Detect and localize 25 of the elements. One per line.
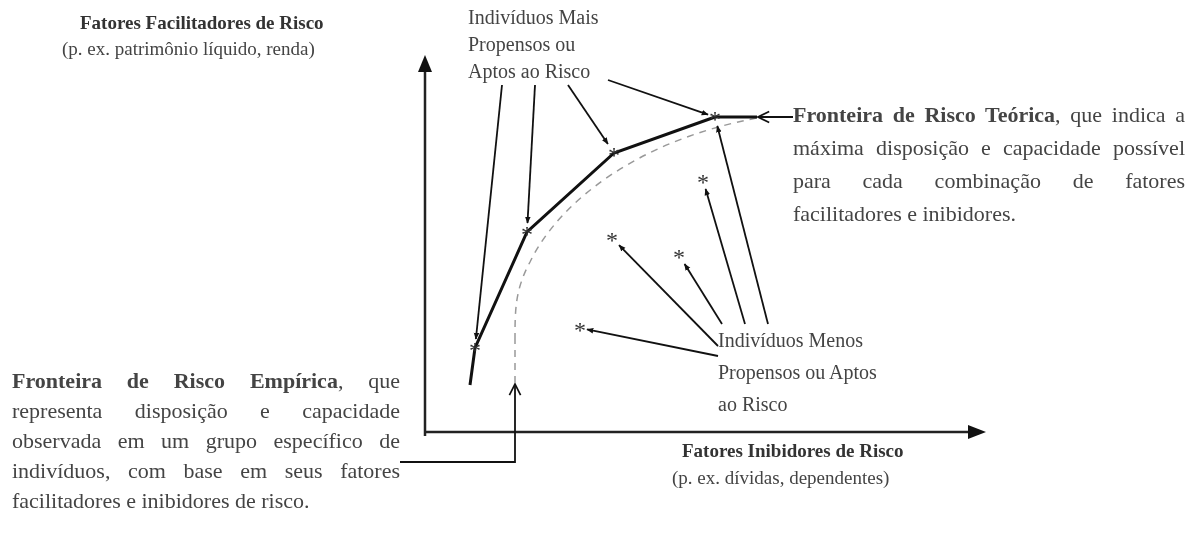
- axis-label: Fatores Facilitadores de Risco: [80, 12, 324, 34]
- arrow: [607, 79, 709, 116]
- asterisk-marker: *: [608, 145, 620, 161]
- arrow: [586, 327, 719, 357]
- annotation-text: Fronteira de Risco Empírica, que representa disposição e capacidade observada em um grupo específico de indivíduos, com base em seus fatores facilitadores e inibidores de risco.: [12, 366, 400, 516]
- axis-label: (p. ex. patrimônio líquido, renda): [62, 38, 315, 60]
- asterisk-marker: *: [574, 320, 586, 336]
- annotation-text: Fronteira de Risco Teórica, que indica a máxima disposição e capacidade possível para cada combinação de fatores facilitadores e inibidores.: [793, 98, 1185, 230]
- axis-label: (p. ex. dívidas, dependentes): [672, 467, 890, 489]
- arrow: [704, 188, 746, 325]
- arrow: [716, 125, 769, 325]
- axis-label: Fatores Inibidores de Risco: [682, 440, 904, 462]
- arrow: [567, 84, 609, 145]
- arrow: [757, 110, 794, 124]
- arrow: [525, 84, 536, 224]
- arrow: [618, 244, 719, 347]
- annotation-text: Indivíduos Mais Propensos ou Aptos ao Risco: [468, 4, 608, 85]
- asterisk-marker: *: [709, 109, 721, 125]
- arrow: [683, 263, 723, 325]
- asterisk-marker: *: [673, 247, 685, 263]
- arrow: [399, 383, 522, 463]
- asterisk-marker: *: [697, 172, 709, 188]
- annotation-text: Indivíduos Menos Propensos ou Aptos ao Risco: [718, 324, 898, 420]
- asterisk-marker: *: [606, 230, 618, 246]
- arrow: [473, 84, 503, 340]
